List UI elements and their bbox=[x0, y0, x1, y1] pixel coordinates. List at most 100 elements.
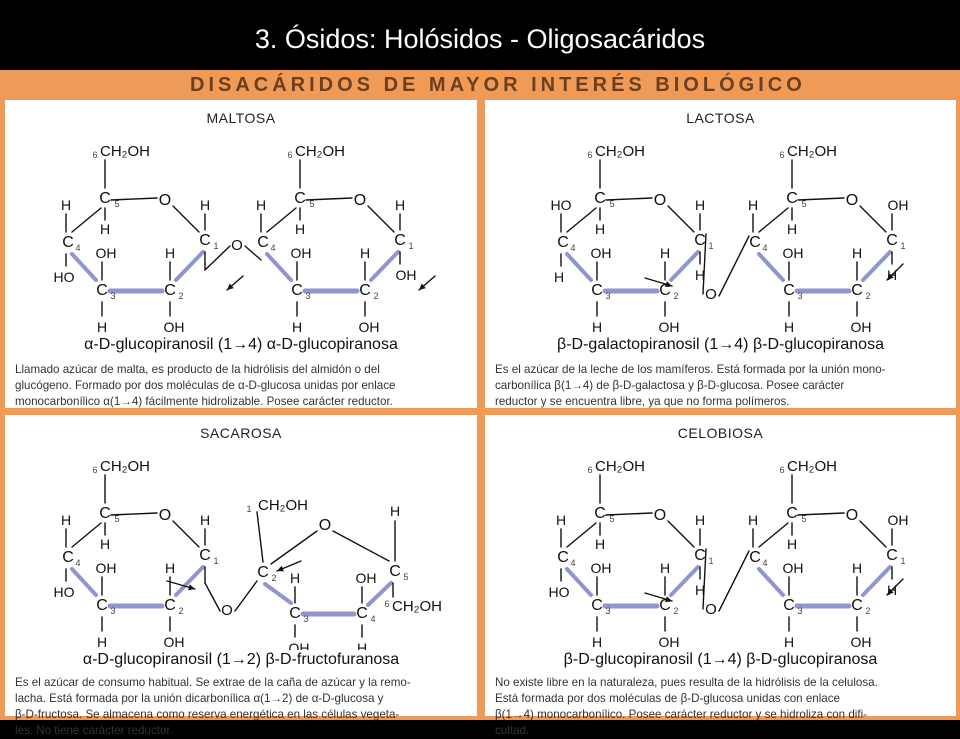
bond bbox=[667, 205, 695, 233]
carbon-atom: C bbox=[659, 282, 671, 299]
hydroxyl-group: HO bbox=[54, 584, 75, 600]
bond bbox=[305, 197, 353, 201]
hydroxyl-group: OH bbox=[783, 560, 804, 576]
bridging-oxygen: O bbox=[705, 286, 717, 303]
hydrogen-atom: H bbox=[852, 245, 862, 261]
ch2oh-group: CH₂OH bbox=[100, 458, 150, 475]
carbon-index-label: 5 bbox=[114, 514, 119, 524]
ch2oh-group: CH₂OH bbox=[595, 458, 645, 475]
carbon-index-label: 6 bbox=[779, 150, 784, 160]
carbon-index-label: 5 bbox=[403, 572, 408, 582]
hydrogen-atom: H bbox=[595, 221, 605, 237]
hydroxyl-group: OH bbox=[783, 245, 804, 261]
carbon-index-label: 2 bbox=[673, 606, 678, 616]
carbon-index-label: 6 bbox=[384, 599, 389, 609]
bond bbox=[172, 520, 200, 548]
bond bbox=[566, 522, 597, 548]
panel-title-celobiosa: CELOBIOSA bbox=[677, 425, 764, 441]
oxygen-atom: O bbox=[319, 517, 331, 534]
slide-title: 3. Ósidos: Holósidos - Oligosacáridos bbox=[254, 24, 706, 54]
oxygen-atom: O bbox=[654, 192, 666, 209]
carbon-index-label: 3 bbox=[797, 291, 802, 301]
carbon-atom: C bbox=[199, 547, 211, 564]
bond bbox=[270, 530, 318, 565]
ch2oh-group: CH₂OH bbox=[295, 143, 345, 160]
carbon-index-label: 1 bbox=[900, 241, 905, 251]
carbon-atom: C bbox=[749, 234, 761, 251]
hydroxyl-group: OH bbox=[851, 319, 872, 335]
bond bbox=[110, 197, 158, 201]
arrowhead bbox=[277, 565, 284, 572]
bridging-oxygen: O bbox=[221, 602, 233, 619]
hydrogen-atom: H bbox=[695, 267, 705, 283]
bond bbox=[110, 512, 158, 516]
carbon-atom: C bbox=[594, 190, 606, 207]
carbon-index-label: 1 bbox=[213, 556, 218, 566]
description-celobiosa: No existe libre en la naturaleza, pues r… bbox=[495, 675, 947, 739]
carbon-atom: C bbox=[291, 282, 303, 299]
description-line: lacha. Está formada por la unión dicarbo… bbox=[15, 692, 384, 705]
description-sacarosa: Es el azúcar de consumo habitual. Se ext… bbox=[15, 675, 467, 739]
bond bbox=[204, 582, 221, 612]
carbon-index-label: 2 bbox=[673, 291, 678, 301]
bond bbox=[702, 233, 707, 295]
oxygen-atom: O bbox=[159, 507, 171, 524]
ring-bond-front bbox=[174, 250, 205, 282]
carbon-atom: C bbox=[886, 547, 898, 564]
description-line: β-D-fructosa. Se almacena como reserva e… bbox=[15, 708, 400, 721]
description-line: carbonílica β(1→4) de β-D-galactosa y β-… bbox=[495, 379, 845, 392]
ring-bond-front bbox=[757, 252, 785, 282]
ring-bond-front bbox=[861, 565, 892, 597]
glycosidic-name-sacarosa: α-D-glucopiranosil (1→2) β-D-fructofuran… bbox=[82, 651, 400, 668]
hydroxyl-group: OH bbox=[396, 267, 417, 283]
arrowhead bbox=[887, 588, 894, 595]
hydrogen-atom: H bbox=[165, 560, 175, 576]
hydroxyl-group: OH bbox=[96, 245, 117, 261]
hydroxyl-group: OH bbox=[356, 570, 377, 586]
carbon-index-label: 3 bbox=[110, 606, 115, 616]
carbon-index-label: 5 bbox=[801, 514, 806, 524]
carbon-atom: C bbox=[886, 232, 898, 249]
carbon-atom: C bbox=[257, 564, 269, 581]
bond bbox=[256, 511, 264, 563]
bond bbox=[172, 205, 200, 233]
arrowhead bbox=[665, 281, 672, 288]
hydrogen-atom: H bbox=[695, 582, 705, 598]
bridging-oxygen: O bbox=[705, 601, 717, 618]
hydrogen-atom: H bbox=[660, 560, 670, 576]
carbon-index-label: 1 bbox=[900, 556, 905, 566]
hydroxyl-group: HO bbox=[549, 584, 570, 600]
carbon-index-label: 5 bbox=[609, 199, 614, 209]
ring-bond-front bbox=[565, 567, 593, 597]
carbon-index-label: 6 bbox=[587, 150, 592, 160]
hydroxyl-group: OH bbox=[591, 245, 612, 261]
carbon-atom: C bbox=[557, 549, 569, 566]
bond bbox=[758, 207, 789, 233]
description-line: glucógeno. Formado por dos moléculas de … bbox=[15, 379, 396, 392]
oxygen-atom: O bbox=[846, 507, 858, 524]
carbon-atom: C bbox=[62, 549, 74, 566]
oxygen-atom: O bbox=[159, 192, 171, 209]
panel-title-maltosa: MALTOSA bbox=[206, 110, 276, 126]
hydrogen-atom: H bbox=[595, 536, 605, 552]
carbon-atom: C bbox=[851, 282, 863, 299]
hydrogen-atom: H bbox=[61, 197, 71, 213]
carbon-atom: C bbox=[394, 232, 406, 249]
carbon-index-label: 4 bbox=[75, 243, 80, 253]
description-line: les. No tiene carácter reductor. bbox=[15, 724, 173, 737]
description-maltosa: Llamado azúcar de malta, es producto de … bbox=[15, 362, 467, 410]
carbon-atom: C bbox=[294, 190, 306, 207]
carbon-index-label: 6 bbox=[92, 150, 97, 160]
carbon-atom: C bbox=[257, 234, 269, 251]
description-line: Llamado azúcar de malta, es producto de … bbox=[15, 363, 380, 376]
arrowhead bbox=[887, 273, 894, 280]
oxygen-atom: O bbox=[654, 507, 666, 524]
arrowhead bbox=[188, 584, 195, 591]
carbon-atom: C bbox=[851, 597, 863, 614]
disaccharide-figure: DISACÁRIDOS DE MAYOR INTERÉS BIOLÓGICO M… bbox=[0, 70, 960, 737]
arrowhead bbox=[419, 283, 426, 290]
